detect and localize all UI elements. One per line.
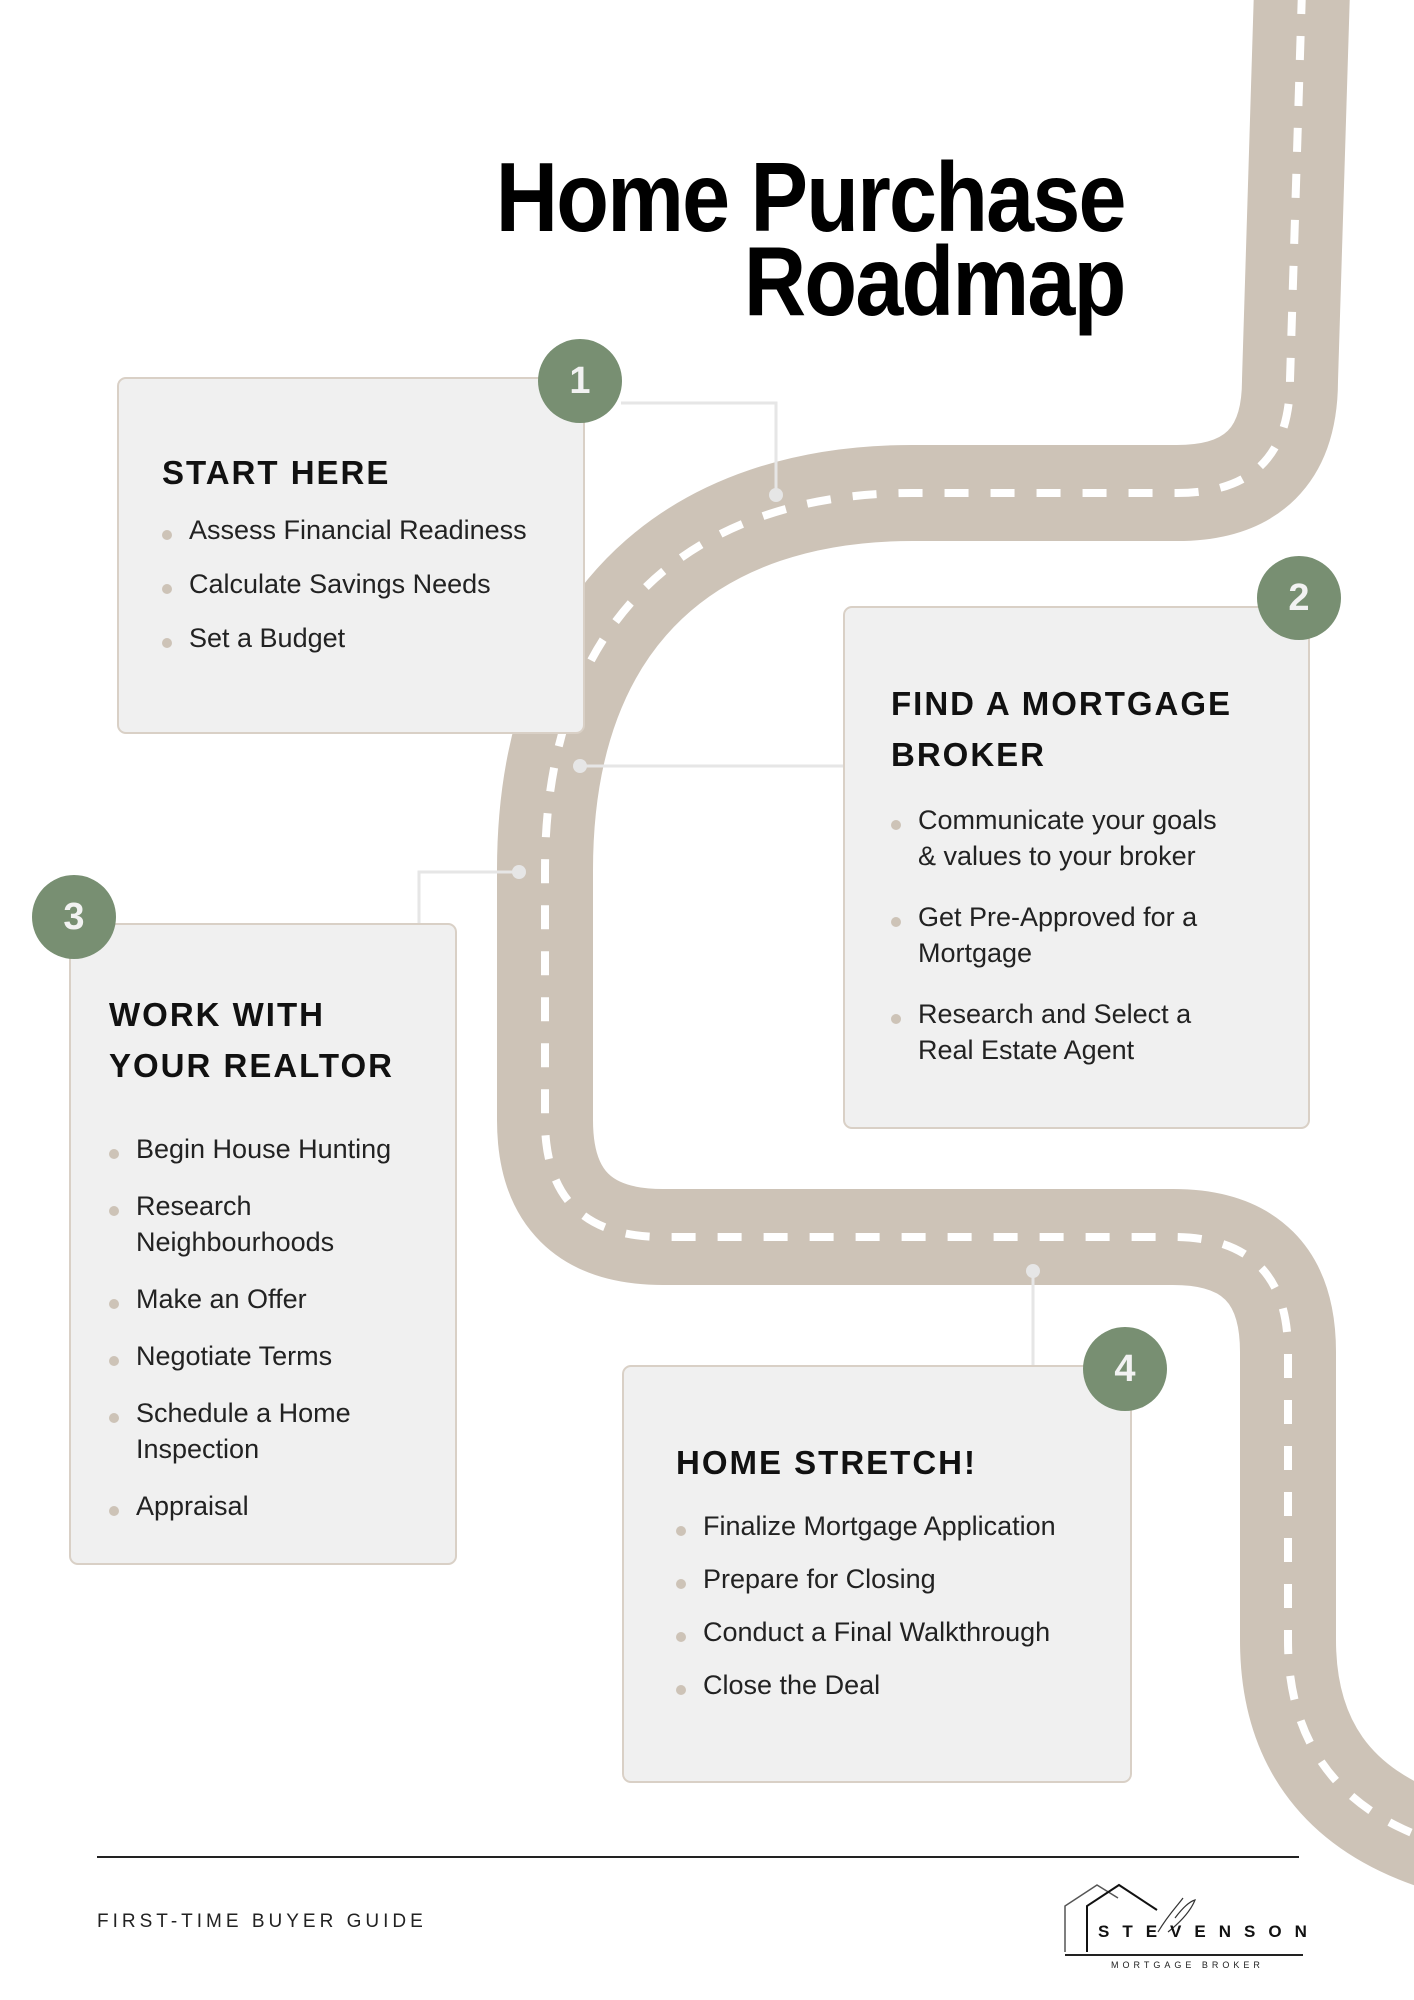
step-1-card: START HERE Assess Financial Readiness Ca… [117,377,585,734]
step-1-heading: START HERE [162,454,391,491]
step-3-badge: 3 [32,875,116,959]
step-3-heading: WORK WITH YOUR REALTOR [109,996,394,1084]
page-title-line-1: Home Purchase [496,142,1127,252]
list-item: Communicate your goals & values to your … [891,802,1231,874]
list-item: Appraisal [109,1488,419,1524]
footer-guide-label: FIRST-TIME BUYER GUIDE [97,1911,427,1932]
step-4-heading: HOME STRETCH! [676,1444,977,1481]
list-item: Schedule a Home Inspection [109,1395,366,1467]
list-item: Close the Deal [676,1667,1110,1703]
logo-name: STEVENSON [1098,1922,1320,1941]
step-1-badge: 1 [538,339,622,423]
connector-lines [417,401,1035,1365]
list-item: Assess Financial Readiness [162,512,563,548]
footer-divider [97,1856,1299,1858]
list-item: Negotiate Terms [109,1338,419,1374]
list-item: Set a Budget [162,620,563,656]
step-2-card: FIND A MORTGAGE BROKER Communicate your … [843,606,1310,1129]
page-title-line-2: Roadmap [744,226,1126,336]
list-item: Begin House Hunting [109,1131,419,1167]
list-item: Make an Offer [109,1281,419,1317]
step-2-badge: 2 [1257,556,1341,640]
list-item: Conduct a Final Walkthrough [676,1614,1110,1650]
list-item: Prepare for Closing [676,1561,1110,1597]
list-item: Get Pre-Approved for a Mortgage [891,899,1218,971]
list-item: Finalize Mortgage Application [676,1508,1110,1544]
connector-dots [512,488,1040,1278]
list-item: Research Neighbourhoods [109,1188,336,1260]
step-3-card: WORK WITH YOUR REALTOR Begin House Hunti… [69,923,457,1565]
step-4-badge: 4 [1083,1327,1167,1411]
house-outline-icon [1064,1883,1303,1956]
step-2-heading: FIND A MORTGAGE BROKER [891,685,1233,773]
road-center-dashes [541,0,1414,1839]
list-item: Research and Select a Real Estate Agent [891,996,1231,1068]
stevenson-logo: STEVENSON MORTGAGE BROKER [1063,1880,1333,1975]
logo-tagline: MORTGAGE BROKER [1111,1960,1264,1970]
step-4-card: HOME STRETCH! Finalize Mortgage Applicat… [622,1365,1132,1783]
list-item: Calculate Savings Needs [162,566,563,602]
